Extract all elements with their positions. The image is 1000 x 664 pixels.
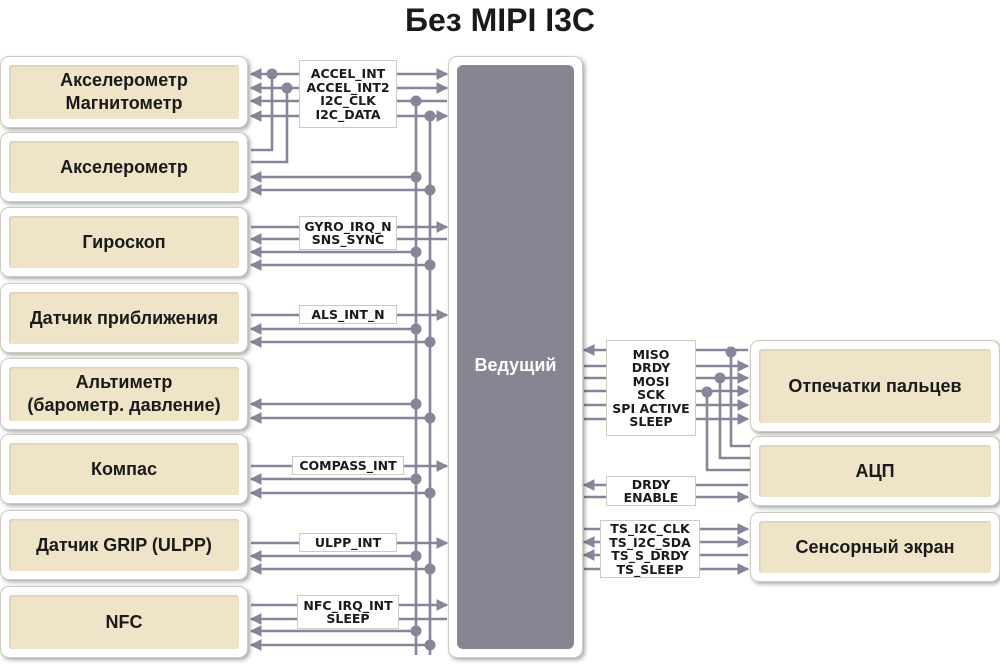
- junction-dot: [410, 473, 422, 485]
- signal-label: SPI ACTIVE: [612, 400, 690, 416]
- signal-label: GYRO_IRQ_N: [304, 218, 392, 234]
- signals-spi: MISO DRDY MOSI SCK SPI ACTIVE SLEEP: [606, 340, 696, 436]
- junction-dot: [266, 68, 278, 80]
- block-compass: Компас: [0, 434, 248, 504]
- signals-accel-mag: ACCEL_INT ACCEL_INT2 I2C_CLK I2C_DATA: [299, 60, 397, 128]
- signals-nfc: NFC_IRQ_INT SLEEP: [297, 595, 399, 629]
- junction-dot: [424, 412, 436, 424]
- signal-label: TS_S_DRDY: [611, 548, 689, 563]
- signal-label: NFC_IRQ_INT: [303, 597, 393, 613]
- block-touchscreen: Сенсорный экран: [750, 512, 1000, 582]
- junction-dot: [424, 487, 436, 499]
- signal-label: ALS_INT_N: [311, 306, 385, 322]
- signals-proximity: ALS_INT_N: [299, 305, 397, 324]
- block-grip: Датчик GRIP (ULPP): [0, 510, 248, 580]
- block-accel-label: Акселерометр: [60, 156, 188, 177]
- junction-dot: [410, 95, 422, 107]
- page-title: Без MIPI I3C: [404, 2, 596, 38]
- block-touchscreen-label: Сенсорный экран: [795, 536, 955, 557]
- wire: [251, 74, 274, 152]
- block-proximity: Датчик приближения: [0, 283, 248, 353]
- signal-label: SLEEP: [629, 414, 673, 429]
- junction-dot: [424, 336, 436, 348]
- block-gyro-label: Гироскоп: [82, 231, 166, 252]
- block-altimeter-line2: (барометр. давление): [27, 395, 221, 415]
- signal-label: MOSI: [632, 373, 670, 389]
- block-nfc-label: NFC: [105, 611, 143, 632]
- block-altimeter: Альтиметр (барометр. давление): [0, 358, 248, 430]
- signal-label: I2C_DATA: [315, 106, 381, 122]
- junction-dot: [410, 625, 422, 637]
- junction-dot: [424, 110, 436, 122]
- junction-dot: [424, 184, 436, 196]
- signal-label: TS_SLEEP: [616, 561, 684, 577]
- signal-label: ULPP_INT: [314, 534, 382, 550]
- master-label: Ведущий: [474, 355, 557, 375]
- junction-dot: [701, 386, 713, 398]
- signal-label: ACCEL_INT: [310, 66, 386, 81]
- signal-label: TS_I2C_SDA: [609, 534, 691, 550]
- block-fingerprint-label: Отпечатки пальцев: [788, 375, 962, 396]
- master-fill: Ведущий: [457, 65, 574, 649]
- block-adc: АЦП: [750, 436, 1000, 506]
- signals-gyro: GYRO_IRQ_N SNS_SYNC: [299, 216, 397, 250]
- signal-label: COMPASS_INT: [299, 457, 397, 473]
- signal-label: I2C_CLK: [320, 93, 376, 108]
- signal-label: DRDY: [631, 476, 671, 492]
- block-altimeter-line1: Альтиметр: [75, 372, 173, 392]
- wire: [705, 392, 751, 472]
- junction-dot: [410, 323, 422, 335]
- signal-label: SLEEP: [326, 611, 370, 626]
- junction-dot: [424, 563, 436, 575]
- block-compass-label: Компас: [91, 458, 157, 479]
- block-accel: Акселерометр: [0, 132, 248, 202]
- block-adc-label: АЦП: [855, 460, 895, 481]
- block-grip-label: Датчик GRIP (ULPP): [36, 534, 212, 555]
- signal-label: SNS_SYNC: [311, 232, 385, 247]
- signal-label: MISO: [632, 346, 670, 362]
- junction-dot: [410, 550, 422, 562]
- junction-dot: [410, 246, 422, 258]
- signal-label: ENABLE: [623, 490, 679, 505]
- junction-dot: [714, 372, 726, 384]
- signals-adc: DRDY ENABLE: [606, 476, 696, 506]
- signal-label: SCK: [637, 387, 665, 402]
- signals-grip: ULPP_INT: [299, 533, 397, 552]
- signal-label: DRDY: [631, 360, 671, 375]
- wire: [718, 378, 751, 460]
- master-block: Ведущий: [448, 56, 583, 658]
- junction-dot: [281, 82, 293, 94]
- junction-dot: [410, 171, 422, 183]
- junction-dot: [424, 639, 436, 651]
- block-fingerprint: Отпечатки пальцев: [750, 340, 1000, 432]
- junction-dot: [424, 259, 436, 271]
- signal-label: TS_I2C_CLK: [610, 521, 690, 536]
- signals-ts: TS_I2C_CLK TS_I2C_SDA TS_S_DRDY TS_SLEEP: [600, 520, 700, 578]
- block-proximity-label: Датчик приближения: [29, 307, 219, 328]
- wire: [251, 88, 289, 164]
- signal-label: ACCEL_INT2: [306, 79, 390, 95]
- block-nfc: NFC: [0, 586, 248, 658]
- signals-compass: COMPASS_INT: [292, 456, 404, 475]
- block-accel-mag-line2: Магнитометр: [65, 93, 183, 113]
- junction-dot: [725, 346, 737, 358]
- block-gyro: Гироскоп: [0, 207, 248, 277]
- block-accel-mag-line1: Акселерометр: [60, 70, 188, 90]
- wire: [729, 352, 751, 448]
- junction-dot: [410, 398, 422, 410]
